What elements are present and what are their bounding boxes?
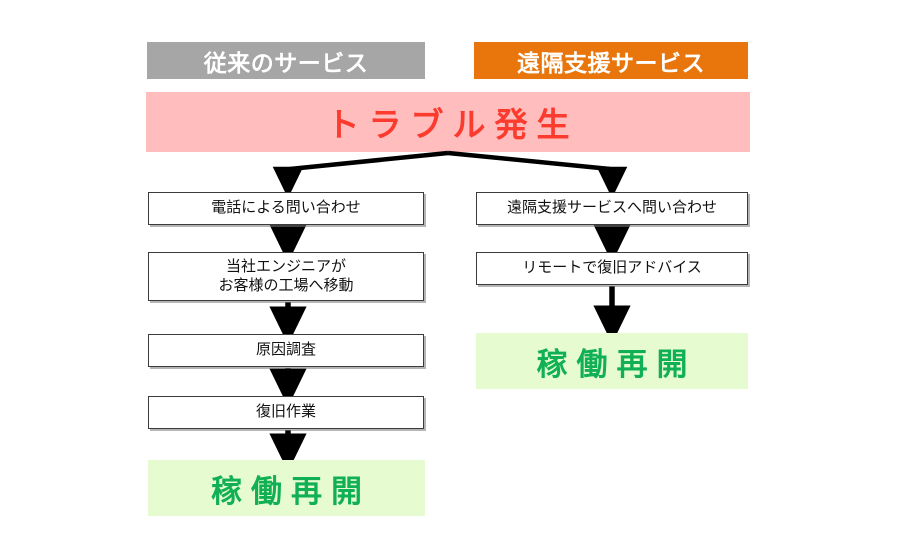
column-header-legacy: 従来のサービス [147,42,425,79]
legacy-step-4: 復旧作業 [148,396,424,429]
branch-split-connector [272,150,628,199]
column-header-remote: 遠隔支援サービス [474,42,748,79]
remote-step-1: 遠隔支援サービスへ問い合わせ [476,192,748,225]
legacy-step-3: 原因調査 [148,334,424,367]
legacy-outcome: 稼働再開 [148,460,425,516]
trouble-banner: トラブル発生 [146,92,750,152]
remote-step-2: リモートで復旧アドバイス [476,252,748,285]
legacy-step-1: 電話による問い合わせ [148,192,424,225]
remote-outcome: 稼働再開 [476,333,748,389]
legacy-step-2: 当社エンジニアが お客様の工場へ移動 [148,252,424,301]
